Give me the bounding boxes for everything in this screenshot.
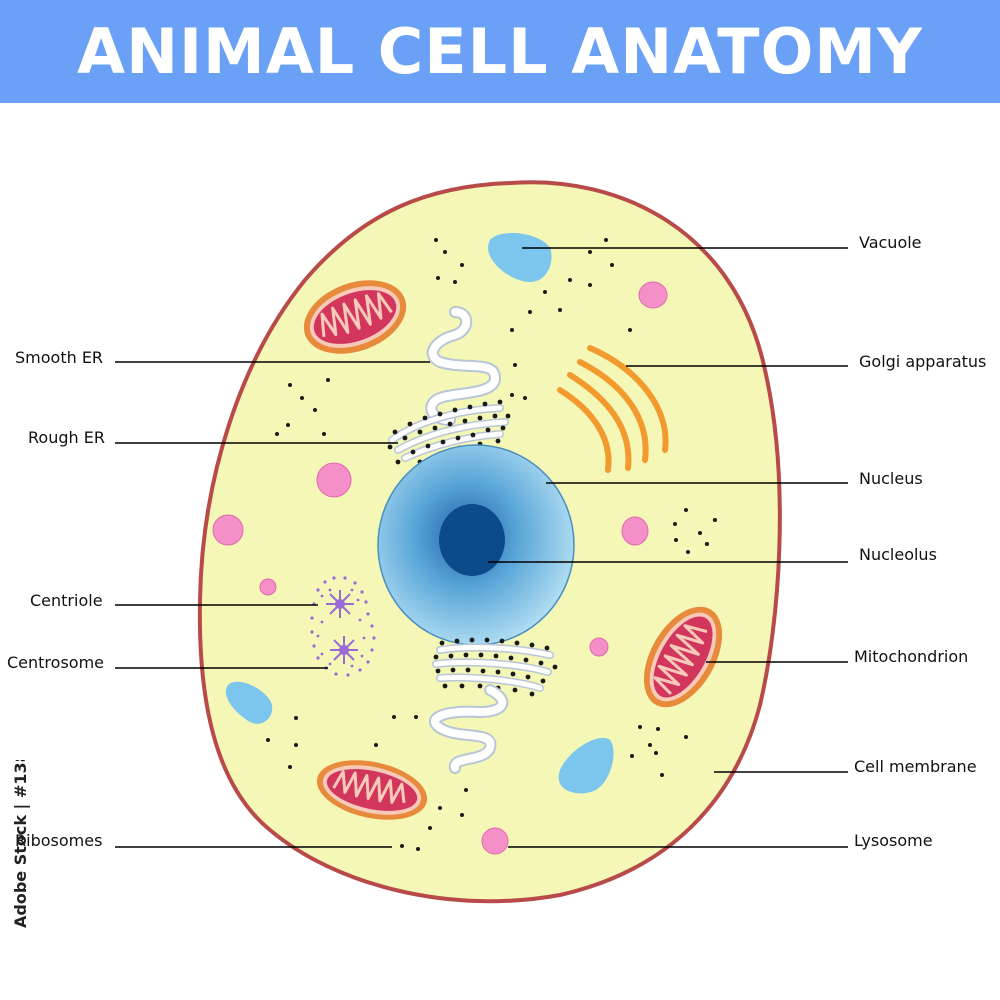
label-nucleolus: Nucleolus [859, 545, 937, 564]
label-centriole: Centriole [30, 591, 103, 610]
label-golgi-apparatus: Golgi apparatus [859, 352, 986, 371]
vacuole-left [225, 681, 273, 724]
label-smooth-er: Smooth ER [15, 348, 103, 367]
label-mitochondrion: Mitochondrion [854, 647, 968, 666]
label-nucleus: Nucleus [859, 469, 923, 488]
centriole [326, 590, 358, 664]
page-title: ANIMAL CELL ANATOMY [77, 15, 923, 88]
stock-id-text: Adobe Stock | #138809793 [11, 760, 30, 928]
label-vacuole: Vacuole [859, 233, 922, 252]
label-rough-er: Rough ER [28, 428, 105, 447]
rough-er-top [387, 399, 511, 465]
lysosome [212, 514, 244, 546]
stock-id-watermark: Adobe Stock | #138809793 [11, 760, 30, 928]
label-ribosomes: Ribosomes [15, 831, 102, 850]
lysosome [259, 578, 277, 596]
golgi-apparatus [557, 345, 669, 473]
label-lysosome: Lysosome [854, 831, 933, 850]
label-cell-membrane: Cell membrane [854, 757, 977, 776]
lysosome [638, 281, 668, 309]
ribosomes [266, 238, 717, 851]
rough-er-bottom [432, 637, 558, 697]
vacuole-top [488, 233, 552, 282]
mitochondrion-right [643, 606, 723, 708]
mitochondrion-bottom [316, 760, 428, 820]
vacuole-bottom-right [558, 737, 614, 794]
title-banner: ANIMAL CELL ANATOMY [0, 0, 1000, 103]
lysosome [621, 516, 649, 546]
lysosome [481, 827, 509, 855]
nucleolus [439, 504, 505, 576]
label-centrosome: Centrosome [7, 653, 104, 672]
lysosome [316, 462, 352, 498]
lysosome [589, 637, 609, 657]
mitochondrion-top-left [303, 280, 407, 354]
